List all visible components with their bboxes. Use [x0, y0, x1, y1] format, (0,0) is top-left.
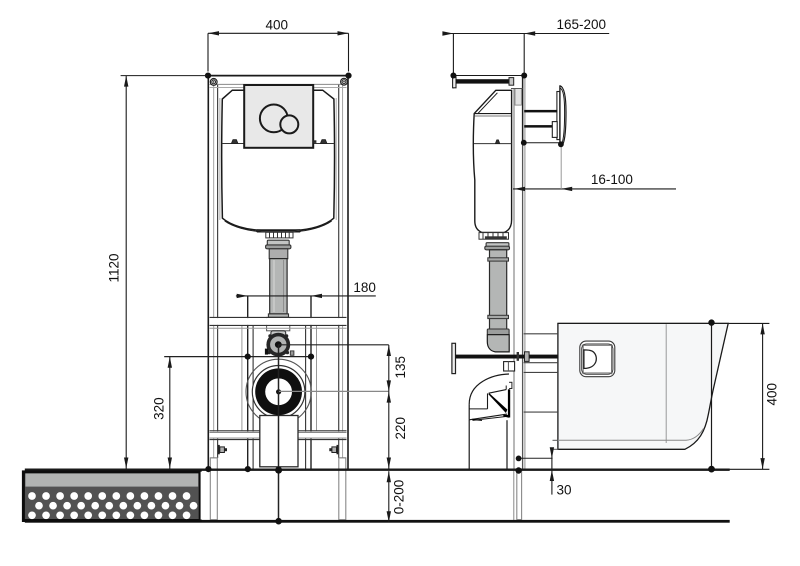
svg-text:400: 400	[266, 18, 289, 33]
svg-text:165-200: 165-200	[557, 17, 607, 32]
svg-text:1120: 1120	[107, 253, 122, 282]
svg-text:0-200: 0-200	[392, 480, 407, 515]
svg-text:30: 30	[557, 483, 572, 498]
svg-text:320: 320	[152, 397, 167, 420]
svg-text:135: 135	[393, 356, 408, 379]
svg-text:400: 400	[764, 383, 779, 406]
svg-text:16-100: 16-100	[591, 172, 633, 187]
svg-text:220: 220	[393, 417, 408, 440]
svg-text:180: 180	[353, 280, 376, 295]
